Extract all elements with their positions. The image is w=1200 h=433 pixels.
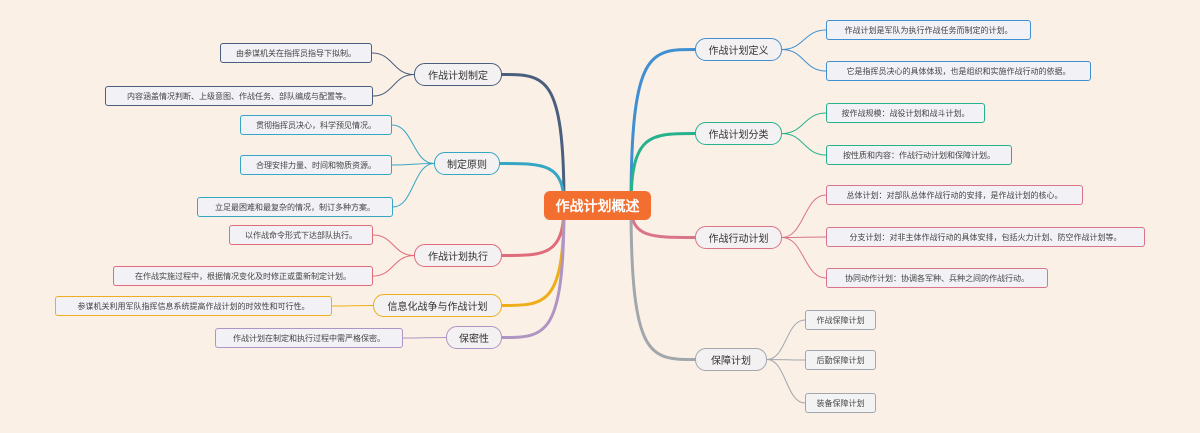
leaf-xingdong-jihua-1[interactable]: 总体计划：对部队总体作战行动的安排，是作战计划的核心。 [826,185,1083,205]
leaf-baozhang-jihua-3[interactable]: 装备保障计划 [805,393,876,413]
connector-b7-1 [781,133,827,156]
connector-b2-0 [391,124,435,164]
leaf-jihua-dingyi-1[interactable]: 作战计划是军队为执行作战任务而制定的计划。 [826,20,1031,40]
connector-b8-2 [781,237,827,279]
connector-b1-0 [371,52,415,75]
leaf-zhiding-yuanze-1[interactable]: 贯彻指挥员决心，科学预见情况。 [240,115,392,135]
connector-b9-2 [766,359,806,404]
connector-root-b7 [629,132,697,207]
leaf-jihua-zhixing-1[interactable]: 以作战命令形式下达部队执行。 [229,225,373,245]
connector-root-b9 [629,204,697,361]
connector-b3-0 [372,234,415,256]
connector-b2-1 [391,163,435,166]
connector-b5-0 [402,337,447,339]
leaf-zhiding-yuanze-3[interactable]: 立足最困难和最复杂的情况，制订多种方案。 [197,197,393,217]
connector-b1-1 [372,74,415,97]
leaf-jihua-fenlei-2[interactable]: 按性质和内容：作战行动计划和保障计划。 [826,145,1012,165]
connector-b9-1 [766,359,806,361]
connector-b6-0 [781,29,827,50]
connector-root-b1 [500,73,566,207]
branch-zhiding-yuanze[interactable]: 制定原则 [434,152,500,175]
leaf-jihua-fenlei-1[interactable]: 按作战规模：战役计划和战斗计划。 [826,103,985,123]
branch-jihua-dingyi[interactable]: 作战计划定义 [695,38,782,61]
leaf-jihua-dingyi-2[interactable]: 它是指挥员决心的具体体现，也是组织和实施作战行动的依据。 [826,61,1091,81]
branch-baomixing[interactable]: 保密性 [446,326,502,349]
connector-b8-0 [781,194,827,238]
root-topic[interactable]: 作战计划概述 [544,191,651,220]
connector-b8-1 [781,236,827,238]
connector-b4-0 [331,305,374,307]
branch-jihua-zhiding[interactable]: 作战计划制定 [414,63,502,86]
leaf-baozhang-jihua-1[interactable]: 作战保障计划 [805,310,876,330]
connector-root-b5 [500,204,566,339]
leaf-xinxihua-zhanzheng-1[interactable]: 参谋机关利用军队指挥信息系统提高作战计划的时效性和可行性。 [55,296,332,316]
connector-root-b6 [629,48,697,207]
leaf-baomixing-1[interactable]: 作战计划在制定和执行过程中需严格保密。 [215,328,403,348]
connector-b9-0 [766,319,806,360]
leaf-baozhang-jihua-2[interactable]: 后勤保障计划 [805,350,876,370]
leaf-zhiding-yuanze-2[interactable]: 合理安排力量、时间和物质资源。 [240,155,392,175]
leaf-jihua-zhixing-2[interactable]: 在作战实施过程中，根据情况变化及时修正或重新制定计划。 [113,266,373,286]
leaf-xingdong-jihua-3[interactable]: 协同动作计划：协调各军种、兵种之间的作战行动。 [826,268,1048,288]
leaf-jihua-zhiding-1[interactable]: 由参谋机关在指挥员指导下拟制。 [220,43,372,63]
branch-jihua-zhixing[interactable]: 作战计划执行 [414,244,502,267]
branch-xinxihua-zhanzheng[interactable]: 信息化战争与作战计划 [373,294,502,317]
connector-b3-1 [372,255,415,277]
branch-jihua-fenlei[interactable]: 作战计划分类 [695,122,782,145]
connector-b7-0 [781,112,827,134]
leaf-xingdong-jihua-2[interactable]: 分支计划：对非主体作战行动的具体安排，包括火力计划、防空作战计划等。 [826,227,1145,247]
leaf-jihua-zhiding-2[interactable]: 内容涵盖情况判断、上级意图、作战任务、部队编成与配置等。 [105,86,373,106]
branch-xingdong-jihua[interactable]: 作战行动计划 [695,226,782,249]
connector-b2-2 [392,163,435,208]
branch-baozhang-jihua[interactable]: 保障计划 [695,348,767,371]
connector-b6-1 [781,49,827,72]
